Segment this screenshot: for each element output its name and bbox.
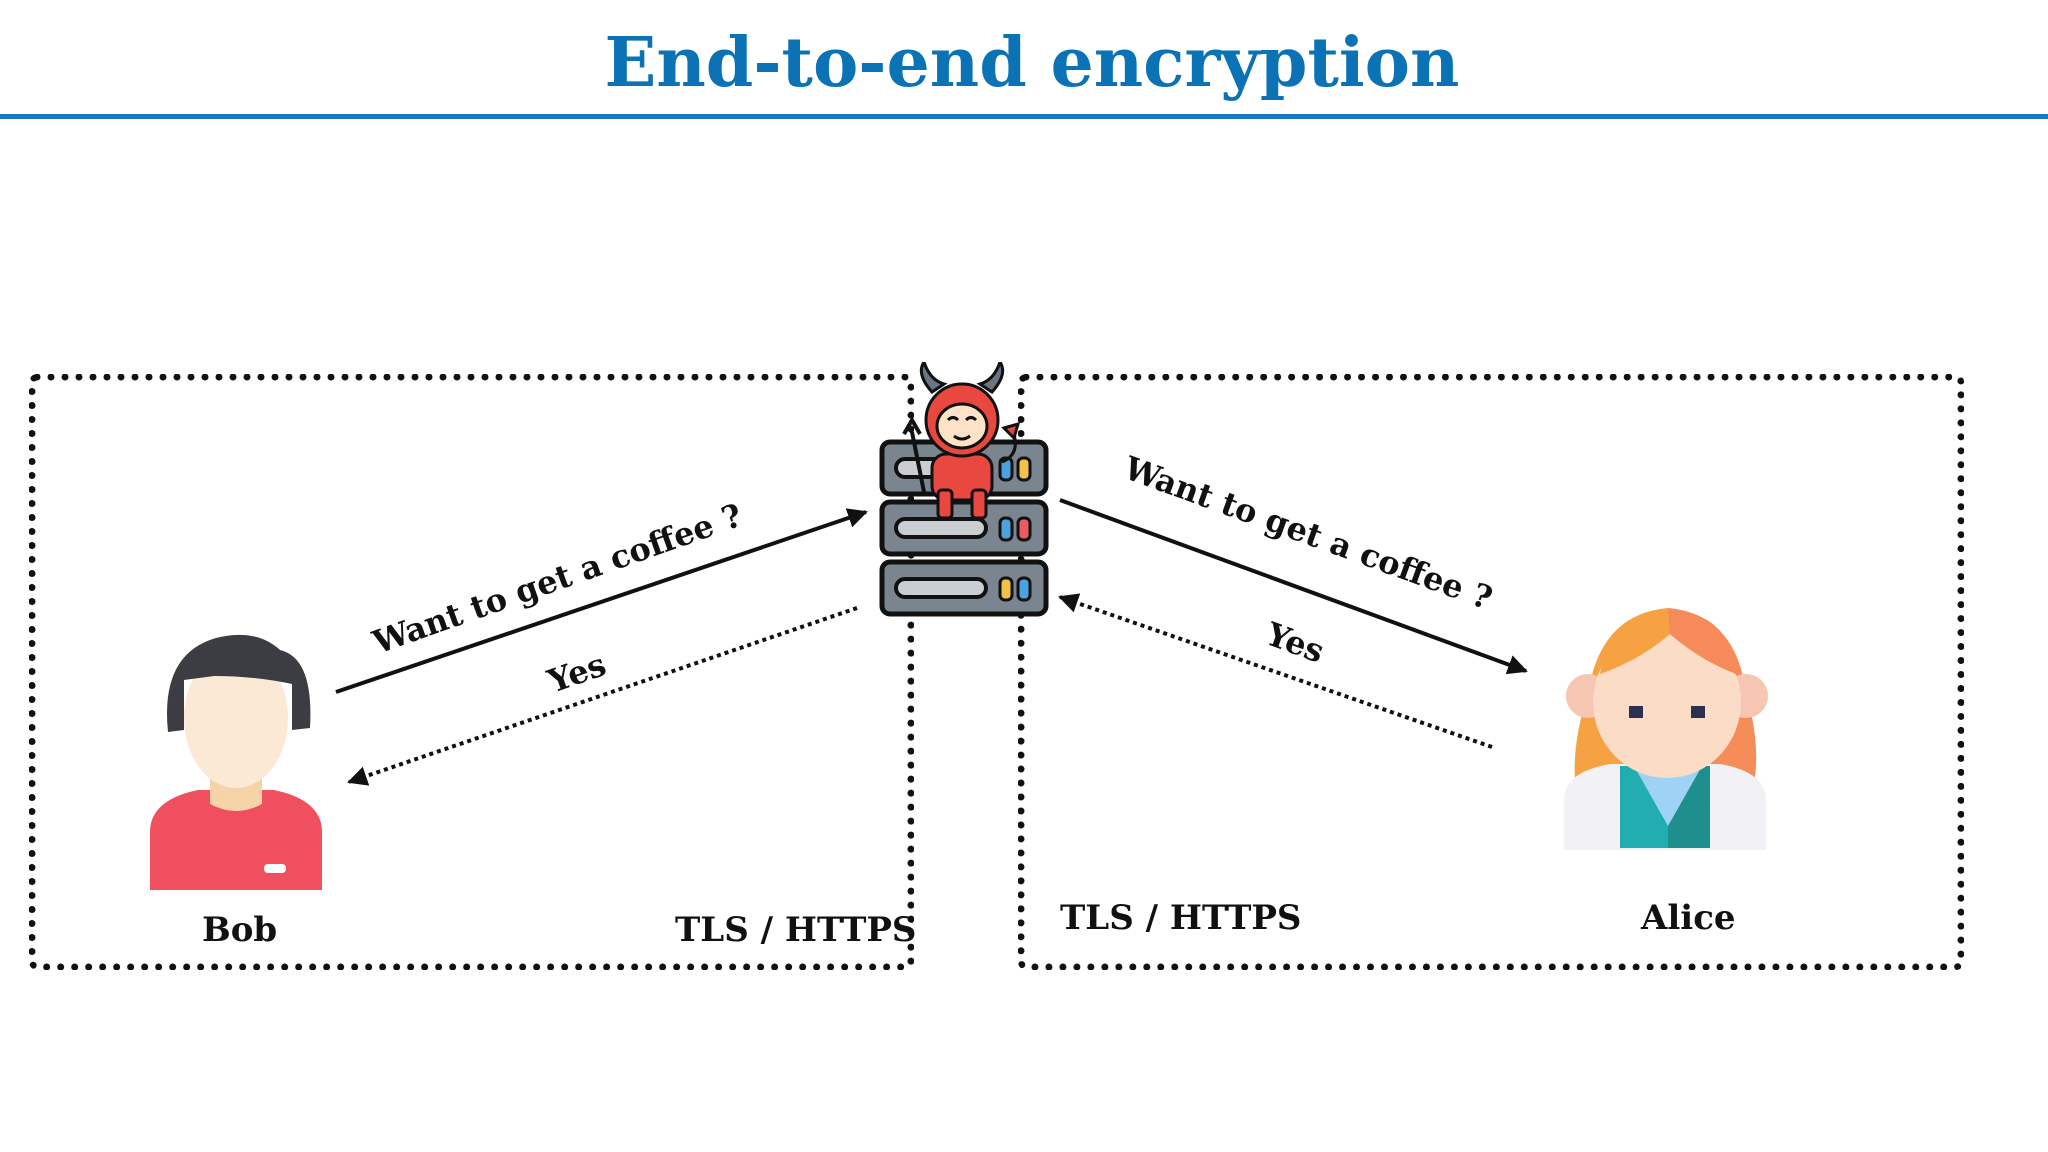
label-alice-to-server: Yes <box>1260 614 1329 670</box>
server-devil-icon <box>879 362 1049 617</box>
person-male-icon <box>150 634 322 890</box>
alice-name-label: Alice <box>1641 898 1736 938</box>
tls-label-right: TLS / HTTPS <box>1060 898 1302 938</box>
arrow-server-to-bob <box>347 606 858 786</box>
arrow-bob-to-server <box>335 508 868 694</box>
tls-boundary-left <box>29 374 914 970</box>
tls-boundary-right <box>1018 374 1964 970</box>
label-bob-to-server: Want to get a coffee ? <box>367 496 747 662</box>
label-server-to-bob: Yes <box>542 645 611 701</box>
arrow-server-to-alice <box>1059 498 1528 675</box>
page-title: End-to-end encryption <box>604 23 1460 103</box>
devil-icon <box>902 362 1021 520</box>
bob-name-label: Bob <box>202 910 278 950</box>
title-underline <box>0 114 2048 119</box>
person-female-icon <box>1564 608 1768 850</box>
tls-label-left: TLS / HTTPS <box>675 910 917 950</box>
